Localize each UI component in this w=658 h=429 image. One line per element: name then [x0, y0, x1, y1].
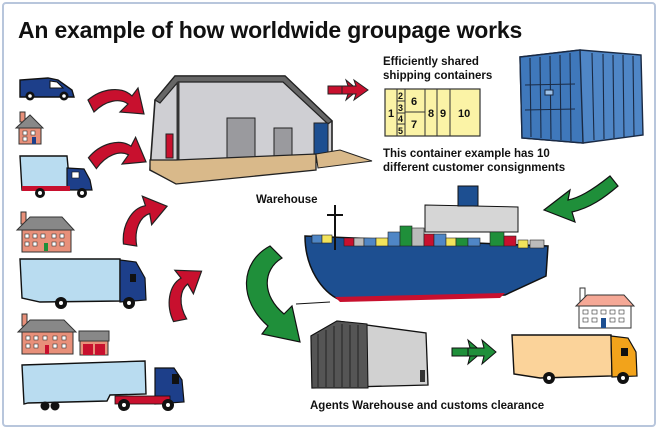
consignment-9: 9 [440, 108, 446, 120]
consignment-10: 10 [458, 108, 470, 120]
arrow-icon [245, 175, 619, 366]
delivery-truck-icon [511, 334, 638, 384]
consignment-8: 8 [428, 108, 434, 120]
consignment-7: 7 [411, 119, 417, 131]
house-icon [14, 111, 45, 145]
house-icon [574, 287, 636, 329]
warehouse-label: Warehouse [256, 194, 318, 206]
consignment-4: 4 [398, 114, 403, 124]
rigid-truck-icon [19, 258, 147, 309]
container-example-line-2: different customer consignments [383, 162, 566, 174]
consignment-3: 3 [398, 103, 403, 113]
house-icon [15, 211, 76, 253]
agents-warehouse-label: Agents Warehouse and customs clearance [310, 400, 545, 412]
house-icon [16, 313, 110, 356]
consignment-5: 5 [398, 126, 403, 136]
van-icon [19, 77, 75, 101]
shared-containers-line-2: shipping containers [383, 70, 493, 82]
box-truck-icon [19, 155, 93, 198]
warehouse-icon [149, 75, 373, 185]
container-ship-icon [295, 185, 549, 305]
container-example-line-1: This container example has 10 [383, 148, 550, 160]
consignment-grid: 1 2 3 4 5 6 7 8 9 10 [384, 88, 481, 137]
container-example-label: This container example has 10 different … [383, 147, 565, 175]
shared-containers-line-1: Efficiently shared [383, 56, 479, 68]
consignment-2: 2 [398, 91, 403, 101]
consignment-1: 1 [388, 108, 394, 120]
diagram-title: An example of how worldwide groupage wor… [18, 17, 523, 43]
shared-containers-label: Efficiently shared shipping containers [383, 55, 492, 83]
consignment-6: 6 [411, 96, 417, 108]
articulated-lorry-icon [21, 360, 185, 411]
arrow-icon [85, 78, 369, 326]
shipping-container-icon [519, 49, 644, 144]
agent-warehouse-icon [310, 320, 429, 389]
